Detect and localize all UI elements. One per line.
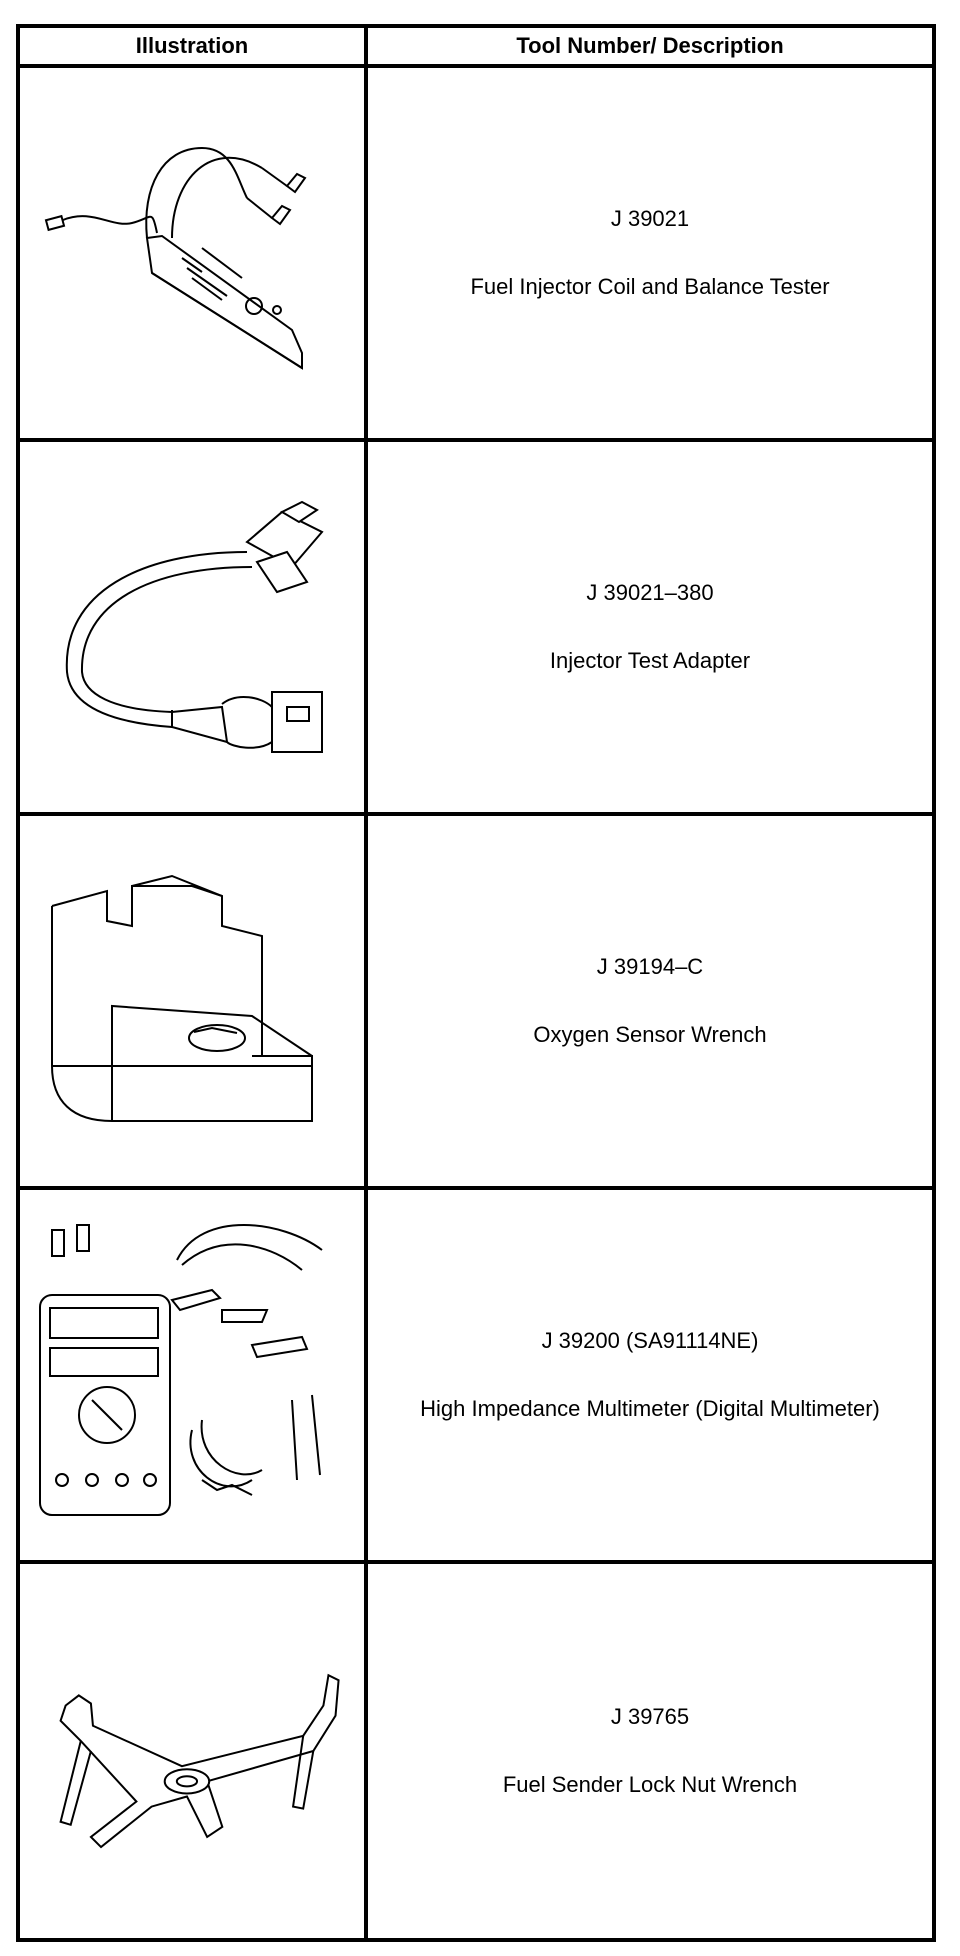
illustration-cell — [20, 68, 368, 442]
tool-description: Fuel Sender Lock Nut Wrench — [502, 1772, 798, 1797]
illustration-cell — [20, 1190, 368, 1564]
tool-description-cell: J 39200 (SA91114NE) High Impedance Multi… — [368, 1190, 932, 1564]
lock-nut-wrench-icon — [20, 1564, 364, 1938]
multimeter-icon — [20, 1190, 364, 1560]
tool-description: Oxygen Sensor Wrench — [533, 1022, 767, 1047]
tool-number: J 39021–380 — [586, 580, 714, 605]
tool-description-cell: J 39194–C Oxygen Sensor Wrench — [368, 816, 932, 1190]
fuel-injector-tester-icon — [20, 68, 364, 438]
tool-description: Fuel Injector Coil and Balance Tester — [470, 274, 830, 299]
tool-description-cell: J 39765 Fuel Sender Lock Nut Wrench — [368, 1564, 932, 1938]
tool-description-cell: J 39021–380 Injector Test Adapter — [368, 442, 932, 816]
tool-description: Injector Test Adapter — [549, 648, 751, 673]
tool-description: High Impedance Multimeter (Digital Multi… — [420, 1396, 880, 1421]
tool-number: J 39200 (SA91114NE) — [541, 1328, 759, 1353]
oxygen-sensor-wrench-icon — [20, 816, 364, 1186]
tool-number: J 39021 — [610, 206, 690, 231]
illustration-cell — [20, 442, 368, 816]
tool-table: Illustration Tool Number/ Description J … — [16, 24, 936, 1942]
header-tool-description: Tool Number/ Description — [368, 28, 932, 68]
illustration-cell — [20, 816, 368, 1190]
tool-number: J 39765 — [610, 1704, 690, 1729]
header-illustration: Illustration — [20, 28, 368, 68]
illustration-cell — [20, 1564, 368, 1938]
tool-description-cell: J 39021 Fuel Injector Coil and Balance T… — [368, 68, 932, 442]
tool-number: J 39194–C — [596, 954, 704, 979]
injector-test-adapter-icon — [20, 442, 364, 812]
